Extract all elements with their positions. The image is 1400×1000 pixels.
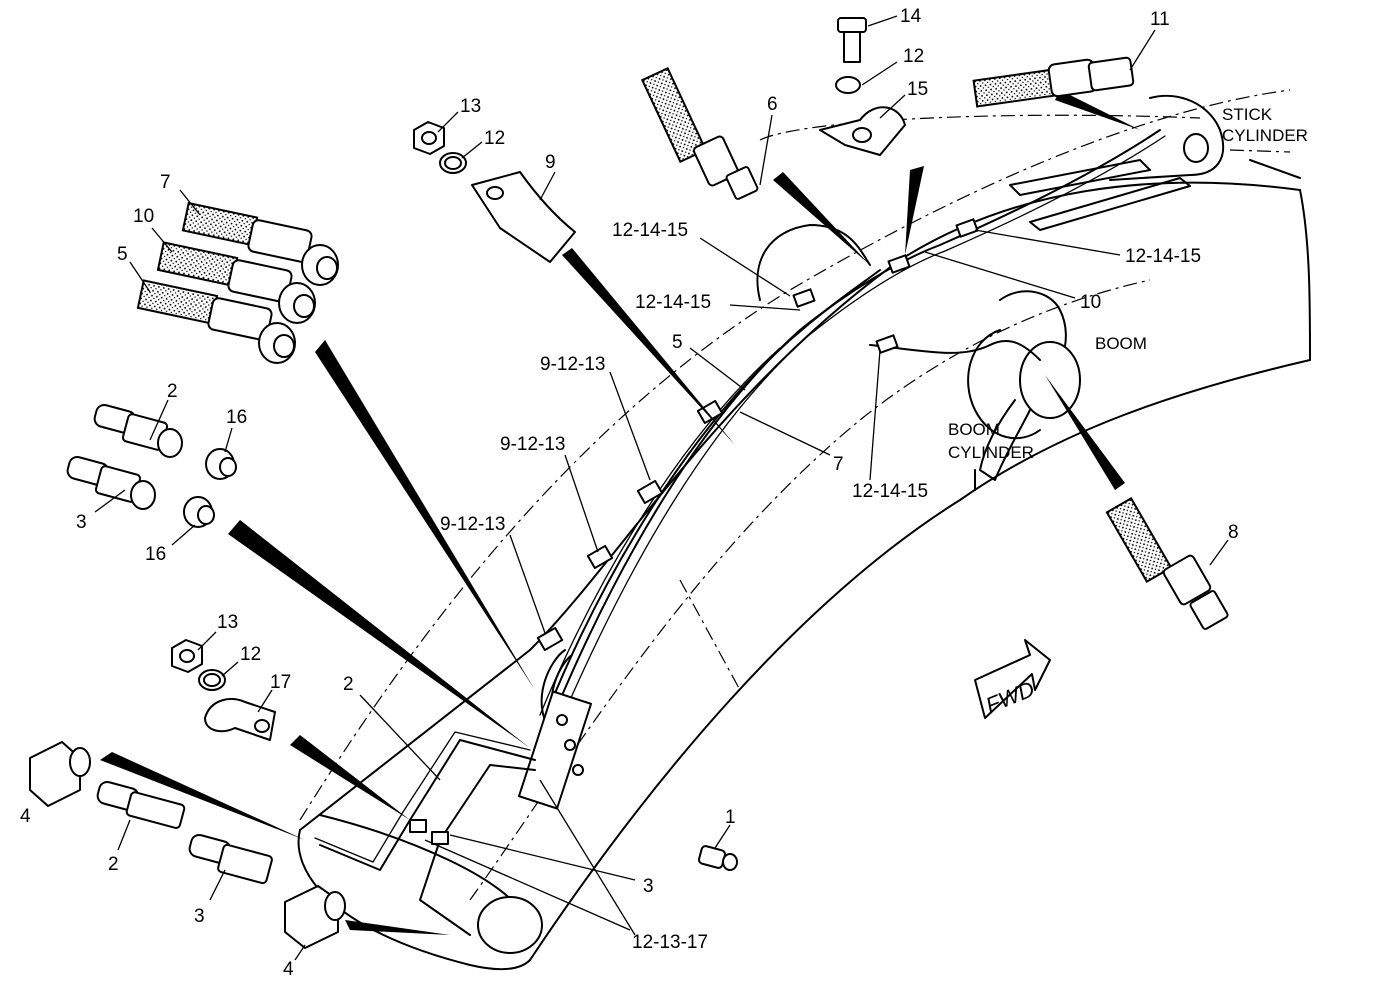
callout-16: 16	[226, 407, 247, 428]
boom-label: BOOM	[1095, 334, 1147, 353]
callout-12-13-17: 12-13-17	[632, 932, 708, 953]
callout-8: 8	[1228, 522, 1239, 543]
callout-13: 13	[217, 612, 238, 633]
callout-12: 12	[484, 128, 505, 149]
callout-3: 3	[194, 906, 205, 927]
callout-9-12-13: 9-12-13	[540, 354, 606, 375]
callout-2: 2	[167, 381, 178, 402]
callout-13: 13	[460, 96, 481, 117]
callout-4: 4	[20, 806, 31, 827]
hose-end-8	[1105, 496, 1229, 630]
callout-2: 2	[343, 674, 354, 695]
callout-17: 17	[270, 672, 291, 693]
callout-5: 5	[117, 244, 128, 265]
callout-10: 10	[1080, 292, 1101, 313]
callout-11: 11	[1150, 9, 1170, 30]
clamp-kit-top	[819, 17, 906, 156]
callout-7: 7	[833, 454, 844, 475]
callout-labels: 14 12 15 11 6 13 12 9 7 10 5 12-14-15 12…	[20, 6, 1239, 980]
adapters-2-3-16	[66, 403, 237, 528]
callout-12: 12	[903, 46, 924, 67]
callout-9-12-13: 9-12-13	[500, 434, 566, 455]
clamp-kit-lower	[171, 639, 276, 741]
callout-10: 10	[133, 206, 154, 227]
callout-3: 3	[76, 512, 87, 533]
callout-7: 7	[160, 172, 171, 193]
forward-arrow: FWD	[974, 639, 1051, 719]
callout-5: 5	[672, 332, 683, 353]
hose-end-6	[640, 66, 759, 200]
pointer-wedges	[100, 90, 1140, 935]
callout-16: 16	[145, 544, 166, 565]
stick-cylinder-label-line-2: CYLINDER	[1222, 126, 1308, 145]
callout-15: 15	[907, 79, 928, 100]
callout-14: 14	[900, 6, 922, 27]
hose-clamps	[409, 218, 979, 845]
callout-9-12-13: 9-12-13	[440, 514, 506, 535]
callout-12-14-15: 12-14-15	[1125, 246, 1201, 267]
callout-12-14-15: 12-14-15	[612, 220, 688, 241]
callout-2: 2	[108, 854, 119, 875]
callout-12: 12	[240, 644, 261, 665]
callout-3: 3	[643, 876, 654, 897]
boom-cylinder-label-line-2: CYLINDER	[948, 443, 1034, 462]
clamp-kit-upper	[413, 121, 576, 263]
callout-1: 1	[725, 807, 736, 828]
callout-4: 4	[283, 959, 294, 980]
callout-12-14-15: 12-14-15	[852, 481, 928, 502]
callout-9: 9	[545, 152, 556, 173]
stick-cylinder-label-line-1: STICK	[1222, 105, 1273, 124]
plugs-and-fittings-bottom	[29, 741, 738, 949]
boom-cylinder-label-line-1: BOOM	[948, 420, 1000, 439]
leader-lines	[94, 15, 1229, 961]
hose-end-11	[972, 56, 1135, 108]
callout-12-14-15: 12-14-15	[635, 292, 711, 313]
hose-ends-7-10-5	[136, 201, 339, 364]
zone-labels: STICK CYLINDER BOOM BOOM CYLINDER	[948, 105, 1308, 462]
callout-6: 6	[767, 94, 778, 115]
